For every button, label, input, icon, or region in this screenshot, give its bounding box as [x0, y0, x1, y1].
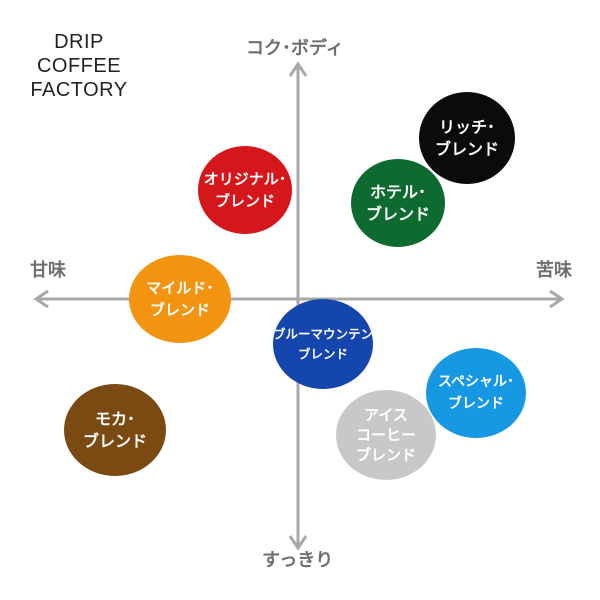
brand-line-1: DRIP — [54, 31, 104, 53]
arrow-right-icon — [549, 289, 565, 309]
blend-mild: マイルド･ ブレンド — [129, 255, 231, 343]
arrow-down-icon — [288, 535, 308, 551]
blend-circle-mocha — [64, 384, 166, 476]
blend-label-rich-line-1: リッチ･ — [439, 118, 495, 137]
blend-original: オリジナル･ ブレンド — [198, 146, 292, 234]
axis-label-top: コク･ボディ — [246, 38, 344, 59]
blend-label-special-line-1: スペシャル･ — [438, 374, 514, 390]
blend-circle-mild — [129, 255, 231, 343]
axis-label-left: 甘味 — [30, 260, 66, 281]
blend-label-mild-line-1: マイルド･ — [146, 279, 214, 297]
axis-label-bottom: すっきり — [262, 550, 334, 571]
blend-circle-bluemountain — [273, 299, 373, 389]
blend-label-iced-line-2: コーヒー — [356, 426, 416, 444]
brand-logo: DRIP COFFEE FACTORY — [24, 30, 134, 102]
blend-label-hotel-line-1: ホテル･ — [370, 183, 426, 202]
blend-label-rich-line-2: ブレンド — [435, 140, 499, 159]
blend-circle-original — [198, 146, 292, 234]
blend-mocha: モカ･ ブレンド — [64, 384, 166, 476]
brand-line-3: FACTORY — [30, 79, 128, 101]
arrow-left-icon — [33, 289, 49, 309]
axis-label-right: 苦味 — [536, 260, 572, 281]
blend-label-original-line-1: オリジナル･ — [204, 170, 287, 188]
blend-label-special-line-2: ブレンド — [448, 395, 504, 412]
blend-circle-iced — [336, 390, 436, 480]
blend-circle-special — [426, 348, 526, 438]
blend-label-mild-line-2: ブレンド — [150, 301, 210, 319]
brand-line-2: COFFEE — [36, 55, 122, 77]
blend-rich: リッチ･ ブレンド — [419, 92, 515, 184]
blend-label-mocha-line-1: モカ･ — [95, 410, 135, 429]
blend-circle-rich — [419, 92, 515, 184]
blend-label-bluemountain-line-2: ブレンド — [298, 347, 348, 362]
blend-label-mocha-line-2: ブレンド — [83, 432, 147, 451]
blend-label-iced-line-1: アイス — [364, 406, 408, 424]
blend-hotel: ホテル･ ブレンド — [351, 159, 445, 247]
blend-circle-hotel — [351, 159, 445, 247]
arrow-up-icon — [288, 61, 308, 77]
blend-markers: リッチ･ブレンドオリジナル･ブレンドホテル･ブレンドマイルド･ブレンドブルーマウ… — [64, 92, 526, 480]
blend-label-iced-line-3: ブレンド — [356, 446, 416, 464]
blend-label-hotel-line-2: ブレンド — [366, 205, 430, 224]
blend-special: スペシャル･ ブレンド — [426, 348, 526, 438]
blend-label-original-line-2: ブレンド — [215, 192, 275, 210]
blend-label-bluemountain-line-1: ブルーマウンテン — [273, 327, 373, 342]
